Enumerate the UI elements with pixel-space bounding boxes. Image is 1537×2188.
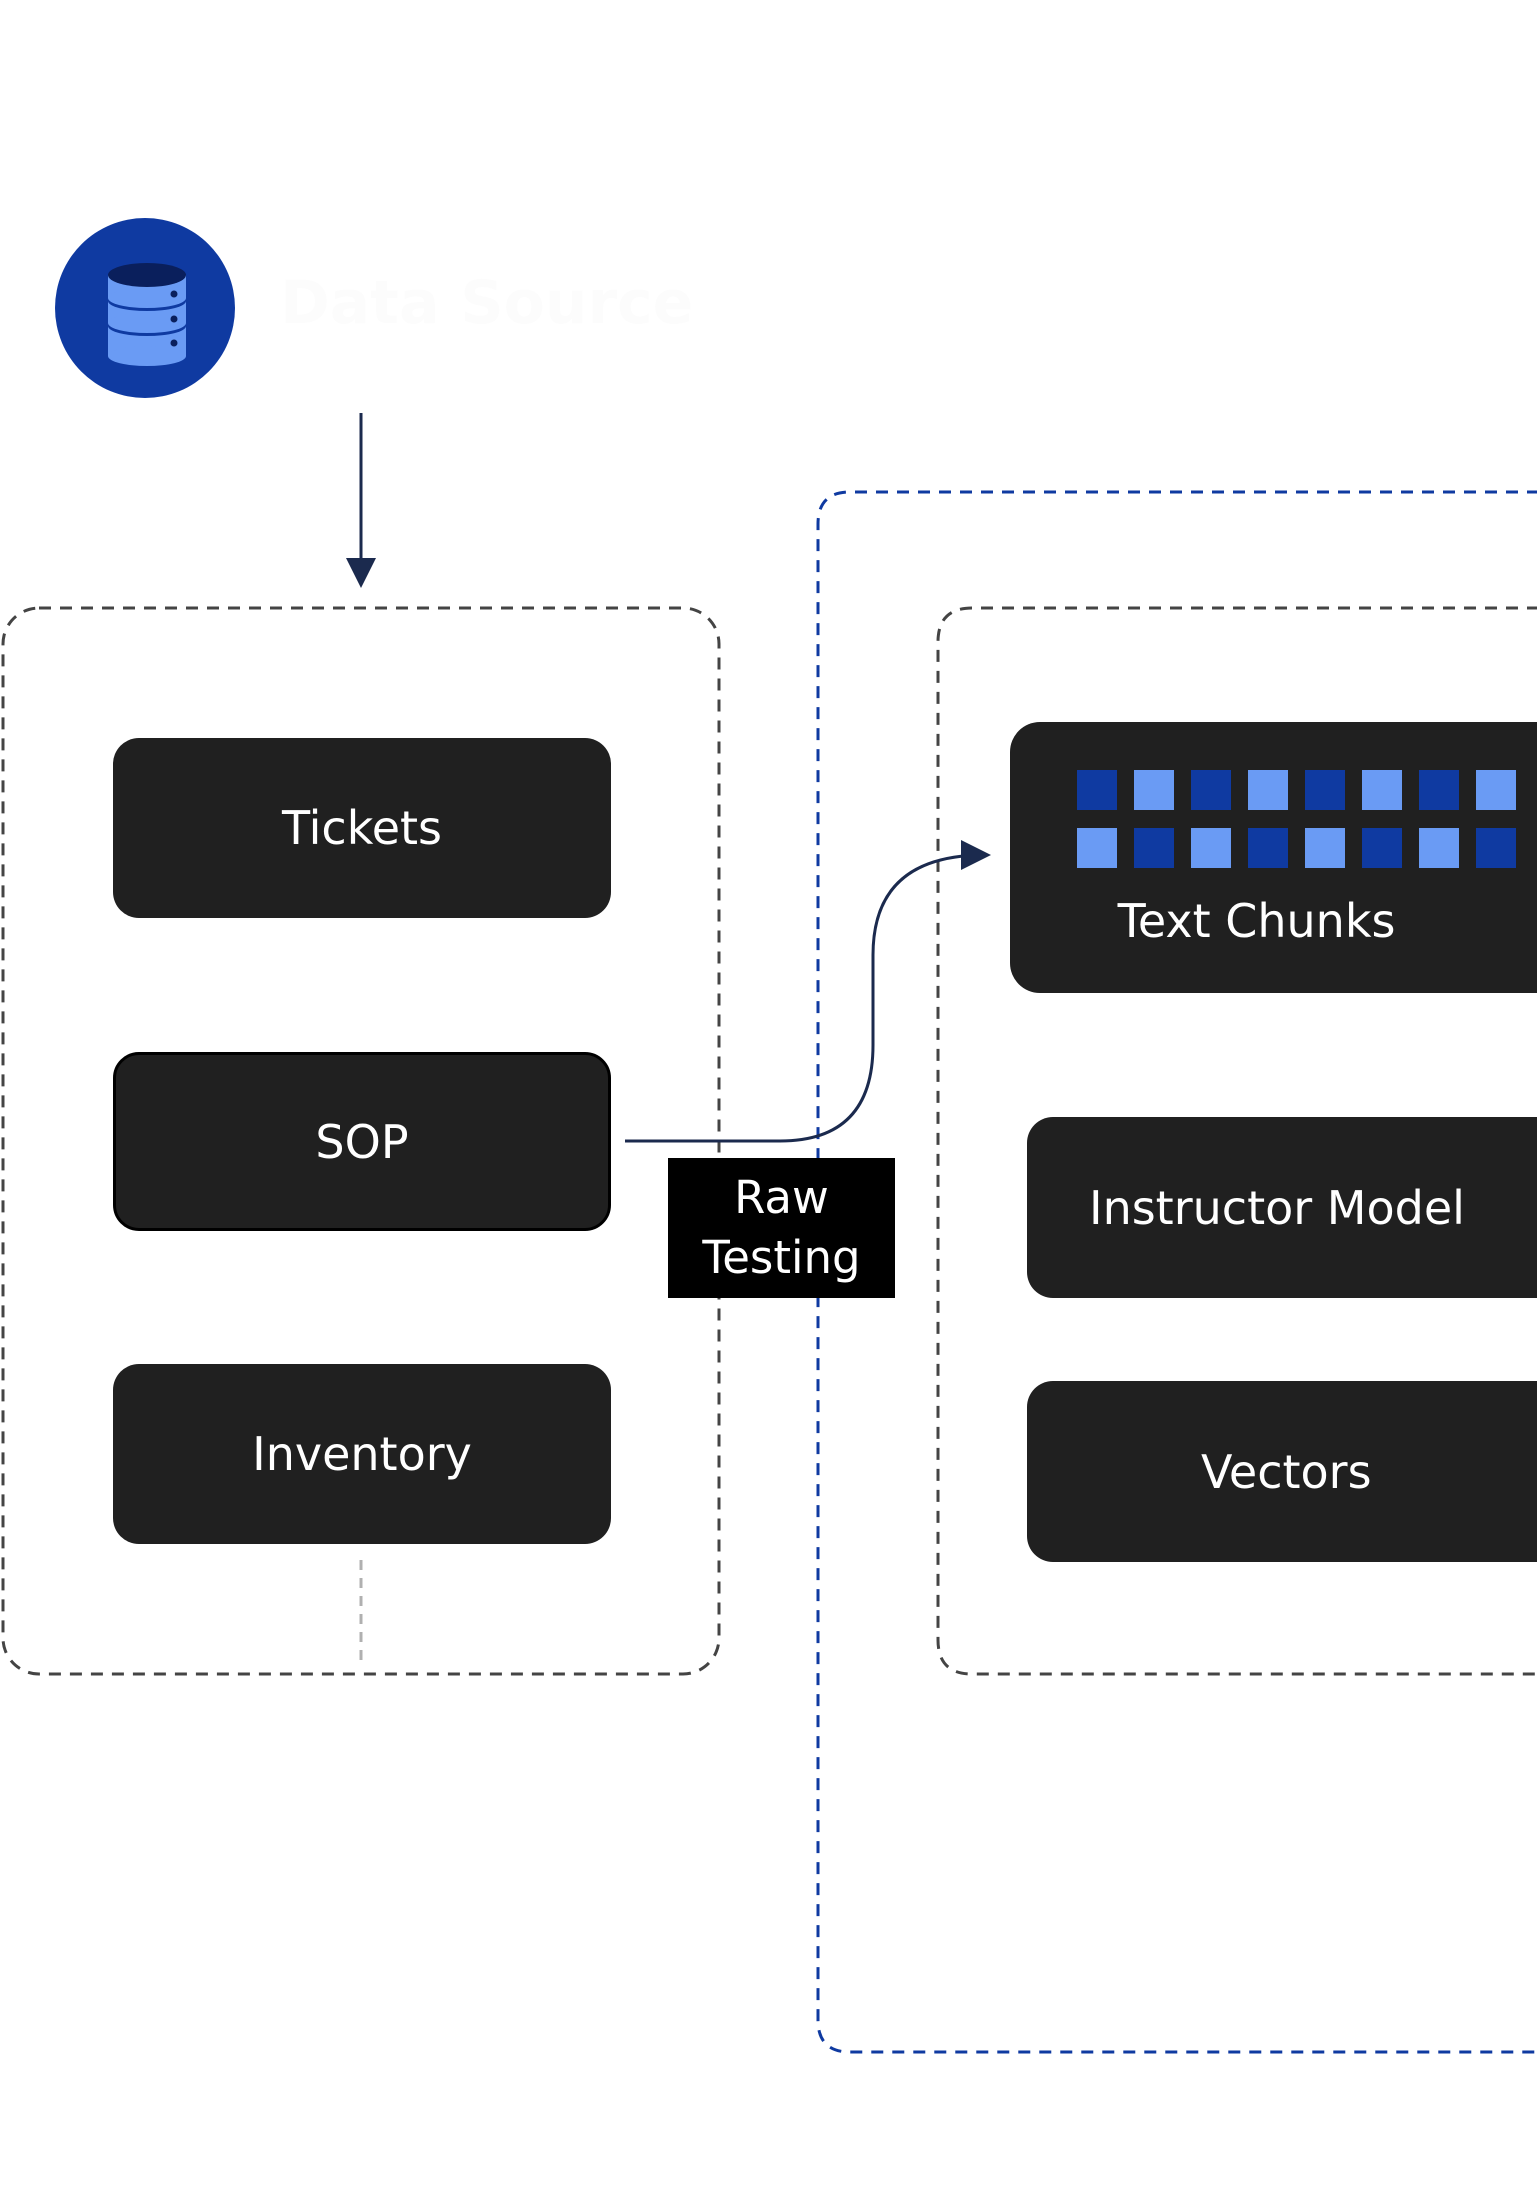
inventory-label: Inventory — [252, 1427, 472, 1481]
raw-testing-line-2: Testing — [702, 1231, 861, 1284]
sop-to-chunks-arrow — [625, 840, 991, 1143]
tickets-label: Tickets — [281, 801, 443, 855]
sop-label: SOP — [315, 1114, 409, 1169]
raw-testing-label: Raw Testing — [668, 1158, 895, 1298]
vectors-label: Vectors — [1201, 1444, 1372, 1499]
instructor-model-label: Instructor Model — [1089, 1180, 1465, 1235]
text-chunks-label: Text Chunks — [1117, 894, 1396, 948]
tickets-node[interactable]: Tickets — [113, 738, 611, 918]
raw-testing-line-1: Raw — [734, 1171, 829, 1224]
vectors-node[interactable]: Vectors — [1027, 1381, 1537, 1562]
sop-node[interactable]: SOP — [113, 1052, 611, 1231]
inventory-node[interactable]: Inventory — [113, 1364, 611, 1544]
database-icon — [108, 263, 186, 366]
data-source-title: Data Source — [280, 268, 694, 338]
instructor-model-node[interactable]: Instructor Model — [1027, 1117, 1537, 1298]
text-chunks-icon — [1077, 770, 1516, 868]
data-source-badge — [55, 218, 235, 398]
text-chunks-node[interactable]: Text Chunks — [1010, 722, 1537, 993]
